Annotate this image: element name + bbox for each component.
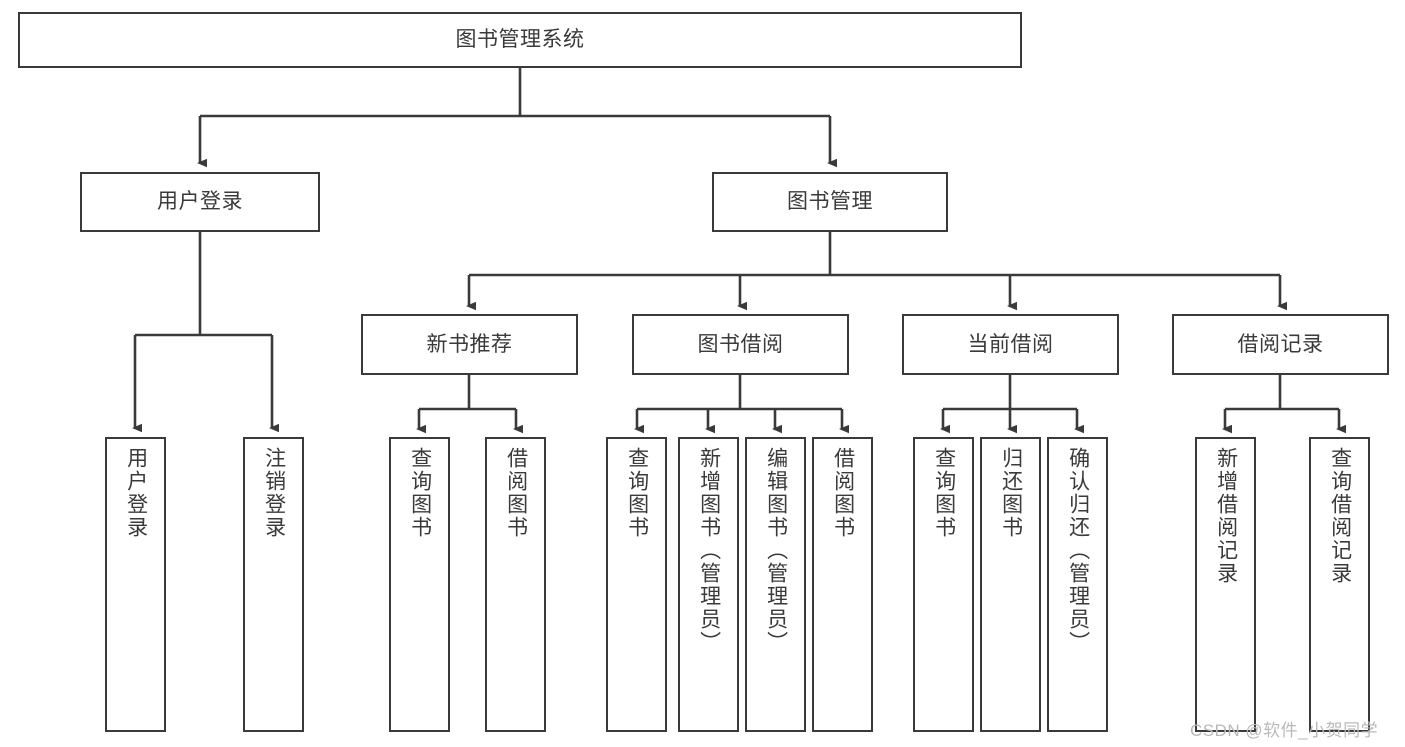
node-leaf-confirm-return-label: 确认归还（管理员） — [1066, 447, 1090, 654]
node-leaf-add-book-label: 新增图书（管理员） — [697, 447, 721, 654]
node-leaf-user-login-label: 用户登录 — [124, 447, 148, 539]
node-borrow-record[interactable]: 借阅记录 — [1172, 314, 1389, 375]
node-leaf-borrow-book-2-label: 借阅图书 — [831, 447, 855, 539]
node-leaf-query-record-label: 查询借阅记录 — [1328, 447, 1352, 585]
node-new-book-rec-label: 新书推荐 — [426, 332, 513, 356]
node-leaf-add-record[interactable]: 新增借阅记录 — [1195, 437, 1256, 732]
node-leaf-query-record[interactable]: 查询借阅记录 — [1309, 437, 1370, 732]
node-user-login[interactable]: 用户登录 — [80, 172, 320, 232]
node-leaf-borrow-book-1[interactable]: 借阅图书 — [485, 437, 546, 732]
node-leaf-borrow-book-1-label: 借阅图书 — [504, 447, 528, 539]
node-borrow-record-label: 借阅记录 — [1237, 332, 1324, 356]
node-leaf-return-book[interactable]: 归还图书 — [980, 437, 1041, 732]
node-leaf-query-book-2-label: 查询图书 — [625, 447, 649, 539]
node-root-label: 图书管理系统 — [455, 28, 585, 52]
node-leaf-query-book-3-label: 查询图书 — [932, 447, 956, 539]
node-leaf-add-record-label: 新增借阅记录 — [1214, 447, 1238, 585]
node-current-borrow[interactable]: 当前借阅 — [902, 314, 1119, 375]
node-book-borrow[interactable]: 图书借阅 — [632, 314, 849, 375]
node-leaf-query-book-3[interactable]: 查询图书 — [913, 437, 974, 732]
node-leaf-edit-book[interactable]: 编辑图书（管理员） — [745, 437, 806, 732]
node-book-borrow-label: 图书借阅 — [697, 332, 784, 356]
node-leaf-confirm-return[interactable]: 确认归还（管理员） — [1047, 437, 1108, 732]
node-leaf-edit-book-label: 编辑图书（管理员） — [764, 447, 788, 654]
node-leaf-query-book-1-label: 查询图书 — [408, 447, 432, 539]
csdn-watermark: CSDN @软件_小贺同学 — [1190, 721, 1379, 740]
node-leaf-return-book-label: 归还图书 — [999, 447, 1023, 539]
node-leaf-query-book-1[interactable]: 查询图书 — [389, 437, 450, 732]
node-leaf-add-book[interactable]: 新增图书（管理员） — [678, 437, 739, 732]
node-leaf-logout[interactable]: 注销登录 — [243, 437, 304, 732]
node-new-book-rec[interactable]: 新书推荐 — [361, 314, 578, 375]
node-user-login-label: 用户登录 — [157, 190, 243, 214]
node-book-manage[interactable]: 图书管理 — [712, 172, 948, 232]
node-leaf-user-login[interactable]: 用户登录 — [105, 437, 166, 732]
node-root[interactable]: 图书管理系统 — [18, 12, 1022, 68]
node-current-borrow-label: 当前借阅 — [967, 332, 1054, 356]
node-leaf-logout-label: 注销登录 — [262, 447, 286, 539]
node-leaf-borrow-book-2[interactable]: 借阅图书 — [812, 437, 873, 732]
node-book-manage-label: 图书管理 — [787, 190, 873, 214]
node-leaf-query-book-2[interactable]: 查询图书 — [606, 437, 667, 732]
